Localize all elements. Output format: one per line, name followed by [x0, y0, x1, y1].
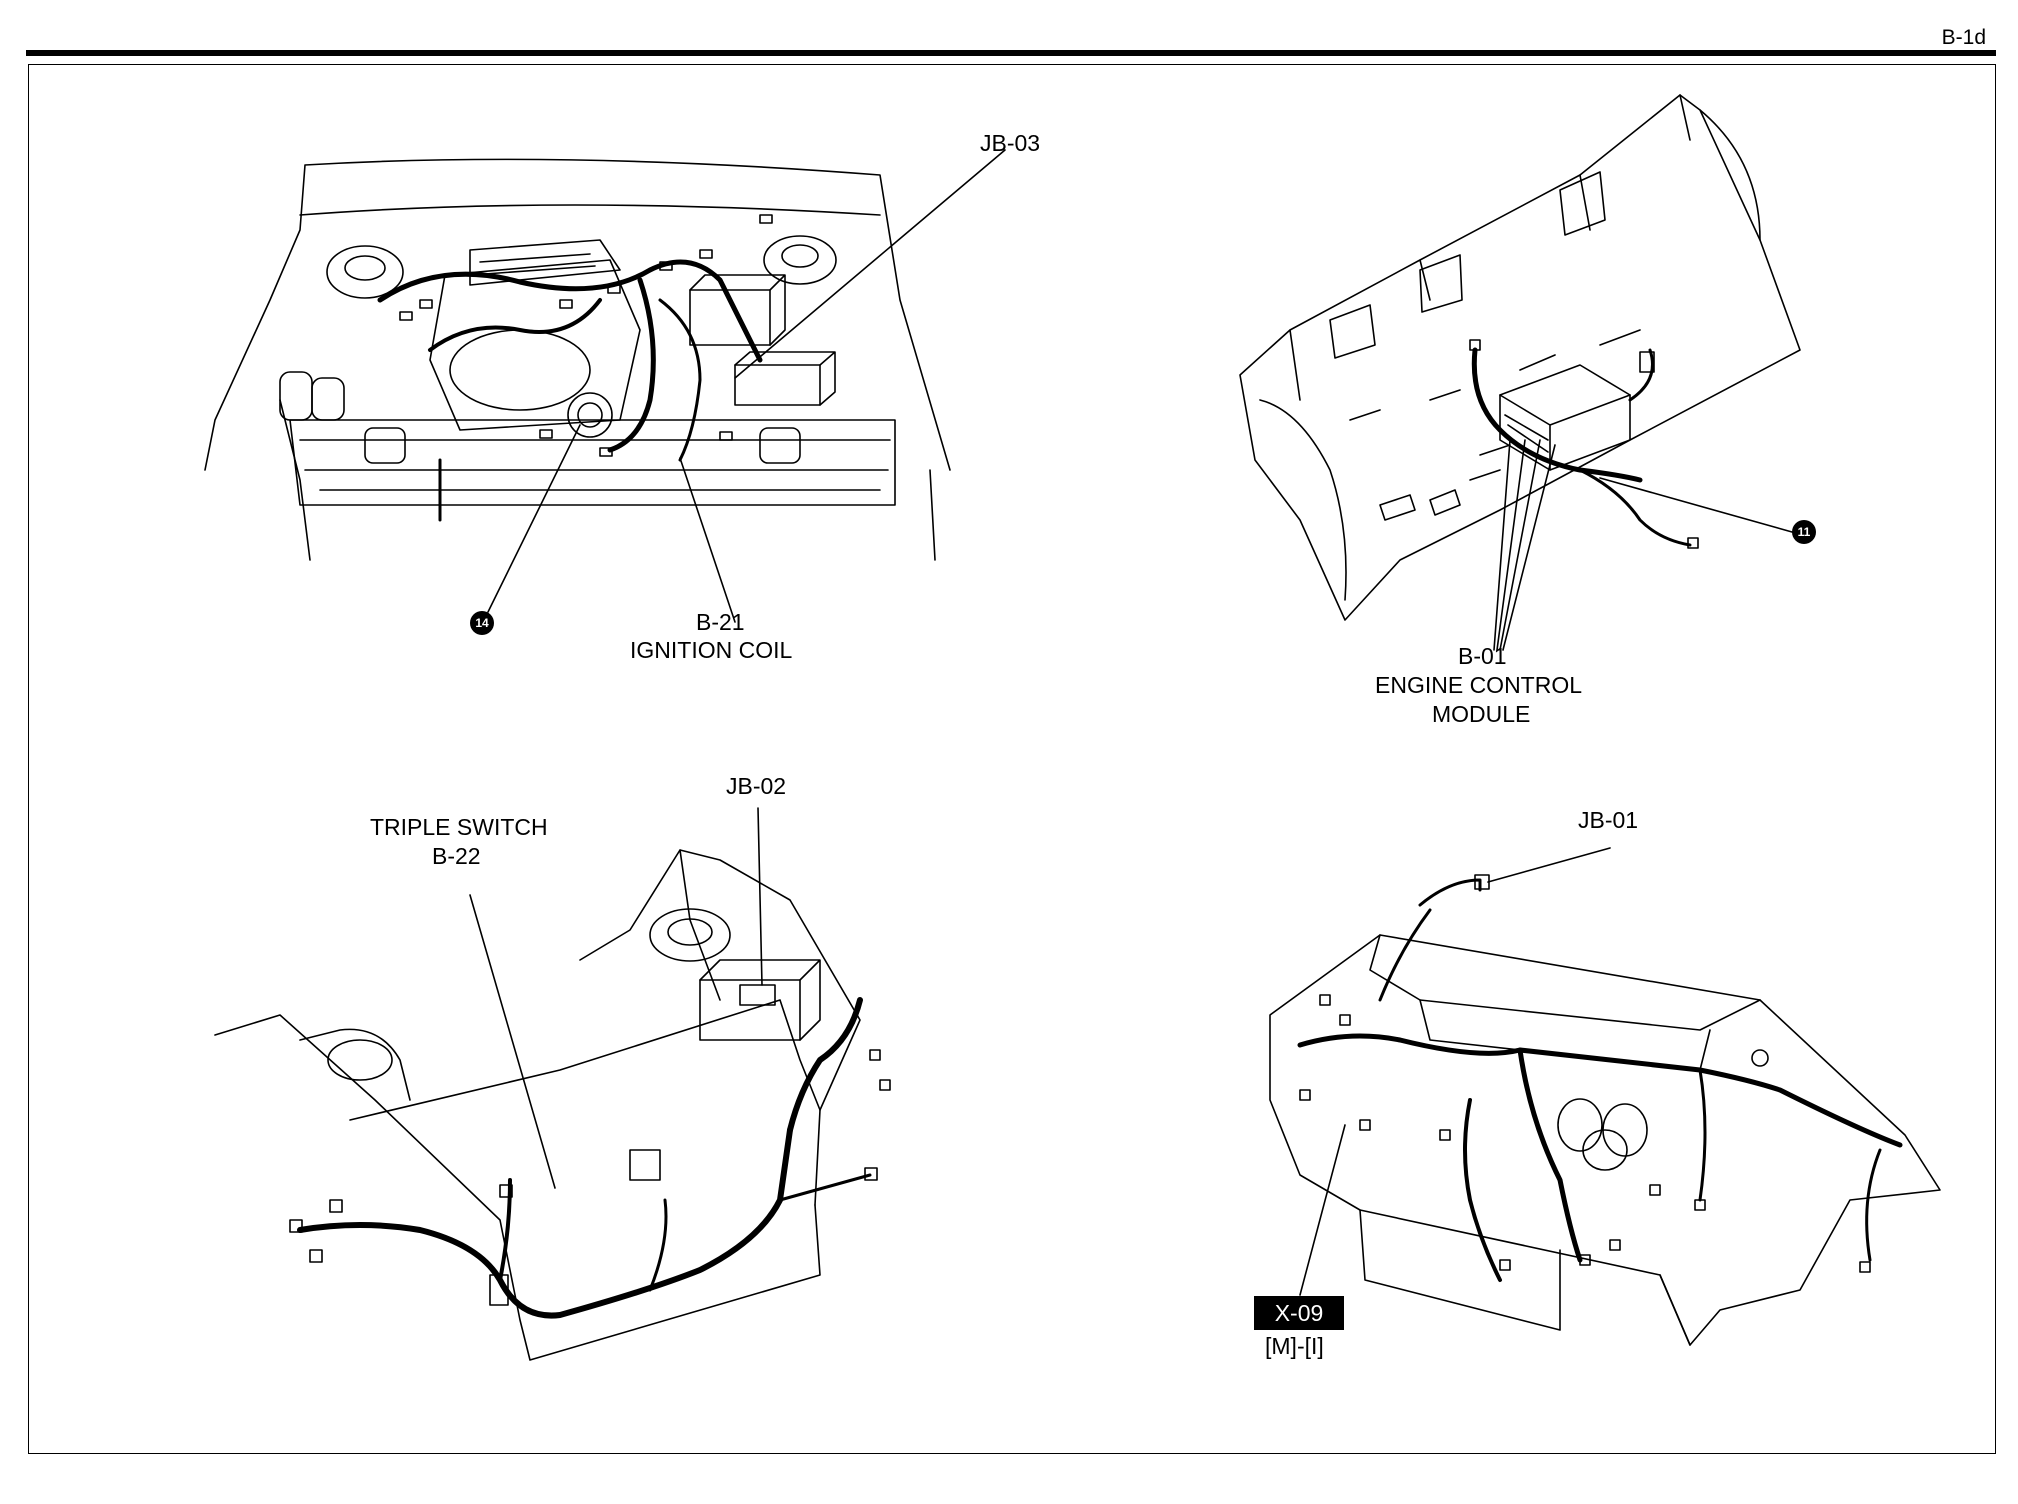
callout-11: 11 — [1792, 520, 1816, 544]
front-harness-illustration — [214, 807, 891, 1361]
diagram-frame — [28, 64, 1996, 1454]
label-b-01: B-01 — [1458, 643, 1507, 669]
engine-bay-illustration — [204, 149, 1006, 623]
label-m-i: [M]-[I] — [1265, 1333, 1324, 1359]
page-code: B-1d — [1941, 26, 1986, 49]
label-ignition-coil: IGNITION COIL — [630, 637, 793, 663]
callout-14: 14 — [470, 611, 494, 635]
label-jb-01: JB-01 — [1578, 807, 1639, 833]
top-rule — [26, 50, 1996, 56]
dash-harness-illustration — [1269, 847, 1941, 1346]
label-b-21: B-21 — [696, 609, 745, 635]
label-module: MODULE — [1432, 701, 1531, 727]
label-engine-control: ENGINE CONTROL — [1375, 672, 1583, 698]
label-jb-03: JB-03 — [980, 130, 1041, 156]
label-triple-switch: TRIPLE SWITCH — [370, 814, 548, 840]
label-b-22: B-22 — [432, 843, 481, 869]
label-jb-02: JB-02 — [726, 773, 787, 799]
connector-x-09: X-09 — [1254, 1296, 1344, 1330]
firewall-ecm-illustration — [1239, 94, 1801, 651]
